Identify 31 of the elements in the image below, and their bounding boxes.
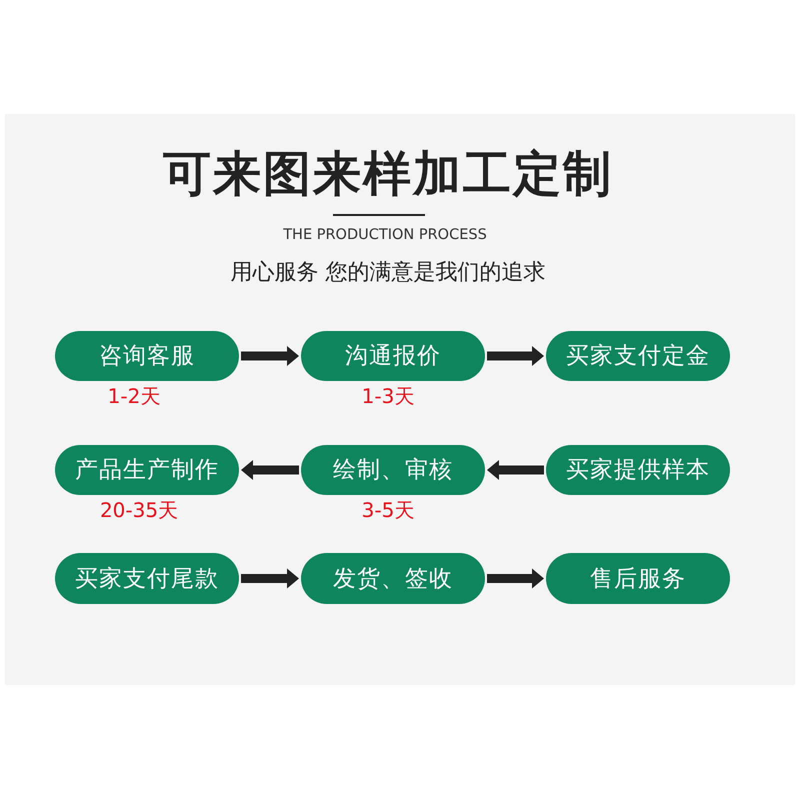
process-pill	[301, 553, 485, 604]
step-label: 买家提供样本	[566, 456, 710, 484]
slogan: 用心服务 您的满意是我们的追求	[230, 259, 546, 287]
process-pill	[55, 445, 239, 495]
arrow	[487, 346, 544, 366]
title: 可来图来样加工定制	[163, 145, 613, 204]
process-pill	[546, 331, 730, 381]
process-pill	[55, 331, 239, 381]
step-label: 咨询客服	[99, 342, 195, 370]
arrow	[241, 460, 299, 480]
duration-label: 3-5天	[362, 498, 414, 522]
duration-label: 20-35天	[100, 498, 178, 522]
process-pill	[301, 331, 485, 381]
process-pill	[546, 553, 730, 604]
step-label: 绘制、审核	[333, 456, 453, 484]
step-label: 售后服务	[590, 564, 686, 592]
step-label: 发货、签收	[333, 564, 453, 592]
process-pill	[301, 445, 485, 495]
step-label: 沟通报价	[345, 342, 441, 370]
arrow	[241, 568, 299, 588]
step-label: 产品生产制作	[75, 456, 219, 484]
subtitle: THE PRODUCTION PROCESS	[283, 226, 487, 245]
duration-label: 1-2天	[108, 384, 160, 408]
arrow	[487, 460, 544, 480]
step-label: 买家支付定金	[566, 342, 710, 370]
step-label: 买家支付尾款	[75, 564, 219, 592]
arrow	[487, 568, 544, 588]
process-pill	[55, 553, 239, 604]
arrow	[241, 346, 299, 366]
duration-label: 1-3天	[362, 384, 414, 408]
process-pill	[546, 445, 730, 495]
